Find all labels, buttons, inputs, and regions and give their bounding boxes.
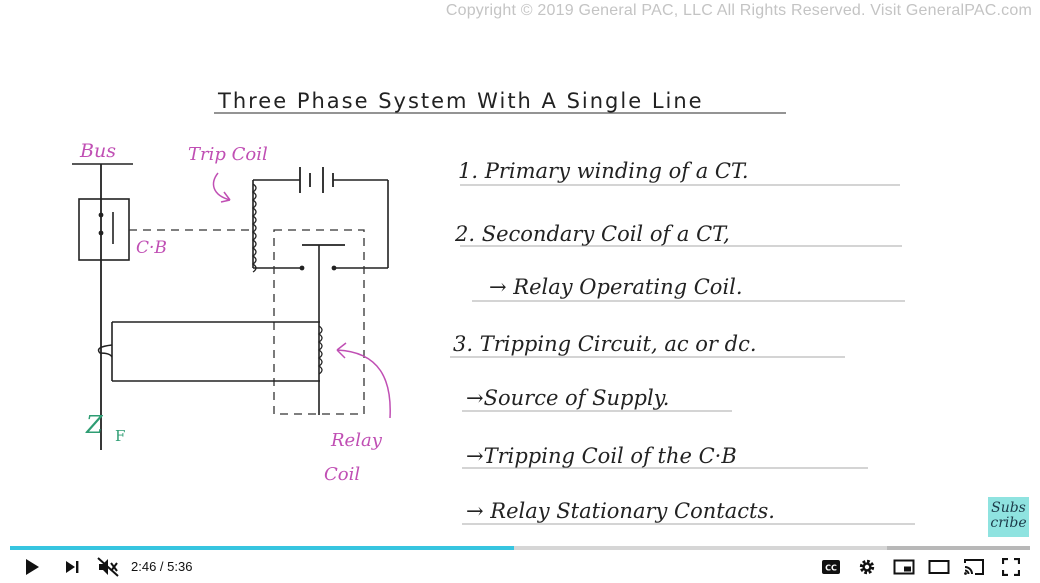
player-controls: 2:46 / 5:36 CC (0, 550, 1040, 583)
subscribe-badge[interactable]: Subs cribe (988, 497, 1029, 537)
cast-icon (964, 559, 984, 575)
coil-label: Coil (324, 464, 360, 485)
fullscreen-button[interactable] (999, 556, 1023, 578)
note-item: →Source of Supply. (466, 386, 669, 410)
miniplayer-icon (893, 559, 915, 575)
theater-mode-button[interactable] (927, 556, 951, 578)
note-item: → Relay Stationary Contacts. (466, 499, 775, 523)
note-item: → Relay Operating Coil. (489, 275, 743, 299)
note-item: 2. Secondary Coil of a CT, (454, 222, 730, 246)
board-title: Three Phase System With A Single Line (217, 89, 704, 113)
mute-button[interactable] (96, 556, 120, 578)
note-item: 3. Tripping Circuit, ac or dc. (453, 332, 757, 356)
relay-operating-coil (317, 325, 323, 375)
subscribe-label: Subs cribe (990, 500, 1027, 531)
settings-button[interactable] (856, 556, 878, 578)
fault-impedance-subscript: F (115, 427, 125, 445)
miniplayer-button[interactable] (892, 556, 916, 578)
note-item: →Tripping Coil of the C·B (466, 444, 737, 468)
fullscreen-icon (1002, 558, 1020, 576)
duration: 5:36 (167, 559, 193, 574)
current-time: 2:46 (131, 559, 157, 574)
time-display: 2:46 / 5:36 (131, 559, 192, 574)
theater-icon (928, 560, 950, 574)
trip-coil-winding (251, 180, 257, 273)
copyright-watermark: Copyright © 2019 General PAC, LLC All Ri… (445, 2, 1032, 19)
trip-coil-label: Trip Coil (188, 144, 268, 165)
relay-label: Relay (330, 430, 383, 451)
cast-button[interactable] (962, 556, 986, 578)
mute-icon (97, 557, 119, 577)
circuit-breaker (78, 198, 130, 261)
next-icon (66, 561, 79, 573)
settings-icon (859, 559, 875, 575)
note-item: 1. Primary winding of a CT. (458, 159, 749, 183)
play-icon (26, 559, 39, 575)
whiteboard: Three Phase System With A Single Line Bu… (72, 89, 915, 525)
bus-label: Bus (79, 140, 116, 162)
progress-played (10, 546, 514, 550)
fault-impedance-label: Z (85, 411, 104, 439)
captions-button[interactable]: CC (820, 556, 842, 578)
notes-list: 1. Primary winding of a CT. 2. Secondary… (450, 159, 915, 525)
svg-text:CC: CC (825, 564, 837, 573)
cb-label: C·B (136, 238, 167, 258)
time-separator: / (156, 559, 168, 574)
captions-icon: CC (822, 560, 840, 574)
progress-bar[interactable] (10, 546, 1030, 550)
play-button[interactable] (22, 556, 42, 578)
next-button[interactable] (62, 556, 82, 578)
